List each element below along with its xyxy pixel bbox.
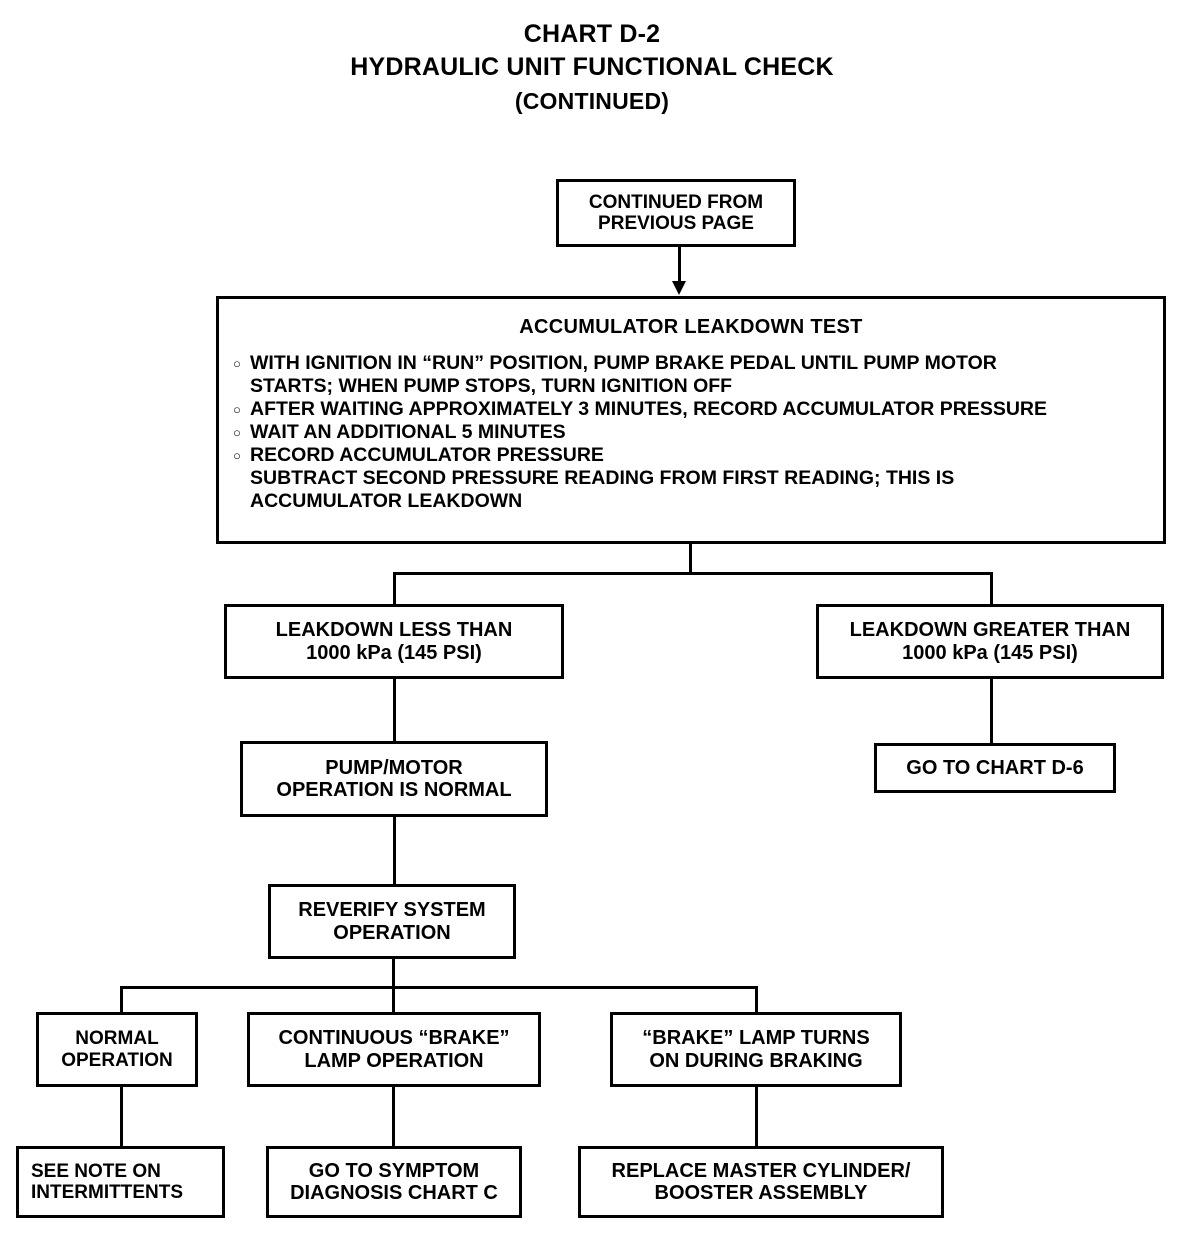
connector-pump-to-reverify [393,817,396,885]
node-continuous-lamp-line2: LAMP OPERATION [304,1049,484,1072]
connector-to-leakdown-less [393,572,396,606]
node-leakdown-less-line2: 1000 kPa (145 PSI) [306,641,482,664]
bullet-icon: ○ [233,402,241,417]
connector-reverify-split-bar [120,986,758,989]
connector-to-lamp-on-braking [755,986,758,1013]
node-leakdown-greater-line2: 1000 kPa (145 PSI) [902,641,1078,664]
connector-continuous-to-symptom [392,1087,395,1147]
leakdown-step-4: ○ RECORD ACCUMULATOR PRESSURE [233,444,1153,467]
node-reverify-line2: OPERATION [333,921,451,944]
node-symptom-chart-c-line2: DIAGNOSIS CHART C [290,1182,498,1204]
connector-test-split-bar [393,572,993,575]
bullet-icon: ○ [233,425,241,440]
node-accumulator-leakdown-test: ACCUMULATOR LEAKDOWN TEST ○ WITH IGNITIO… [216,296,1166,544]
node-go-to-chart-d6-line1: GO TO CHART D-6 [906,756,1084,779]
arrowhead-into-leakdown-test [672,281,686,295]
leakdown-test-heading: ACCUMULATOR LEAKDOWN TEST [519,316,863,338]
node-pump-motor-line2: OPERATION IS NORMAL [276,779,512,801]
leakdown-step-3-line1: WAIT AN ADDITIONAL 5 MINUTES [250,421,566,443]
node-reverify-system-operation: REVERIFY SYSTEM OPERATION [268,884,516,959]
connector-to-normal-operation [120,986,123,1013]
title-line-chart-number: CHART D-2 [523,20,661,48]
node-symptom-chart-c-line1: GO TO SYMPTOM [308,1159,480,1182]
node-brake-lamp-turns-on-during-braking: “BRAKE” LAMP TURNS ON DURING BRAKING [610,1012,902,1087]
node-lamp-on-braking-line2: ON DURING BRAKING [649,1049,863,1072]
node-replace-master-line2: BOOSTER ASSEMBLY [654,1182,868,1204]
leakdown-step-4-line3: ACCUMULATOR LEAKDOWN [250,490,523,512]
leakdown-step-4-line2: SUBTRACT SECOND PRESSURE READING FROM FI… [250,467,955,489]
node-go-to-symptom-diagnosis-chart-c: GO TO SYMPTOM DIAGNOSIS CHART C [266,1146,522,1218]
node-normal-operation-line1: NORMAL [75,1028,159,1050]
node-see-note-on-intermittents: SEE NOTE ON INTERMITTENTS [16,1146,225,1218]
node-normal-operation-line2: OPERATION [61,1049,173,1071]
node-continued-from-line1: CONTINUED FROM [588,191,764,213]
node-normal-operation: NORMAL OPERATION [36,1012,198,1087]
node-pump-motor-operation-normal: PUMP/MOTOR OPERATION IS NORMAL [240,741,548,817]
node-leakdown-greater-than: LEAKDOWN GREATER THAN 1000 kPa (145 PSI) [816,604,1164,679]
node-reverify-line1: REVERIFY SYSTEM [298,899,486,922]
leakdown-step-1-line2: STARTS; WHEN PUMP STOPS, TURN IGNITION O… [250,375,733,397]
title-line-continued: (CONTINUED) [514,88,670,114]
node-replace-master-cylinder-booster: REPLACE MASTER CYLINDER/ BOOSTER ASSEMBL… [578,1146,944,1218]
node-leakdown-less-line1: LEAKDOWN LESS THAN [275,619,513,642]
title-line-chart-name: HYDRAULIC UNIT FUNCTIONAL CHECK [350,53,834,81]
connector-to-continuous-lamp [392,986,395,1013]
connector-reverify-stem [392,959,395,988]
node-leakdown-less-than: LEAKDOWN LESS THAN 1000 kPa (145 PSI) [224,604,564,679]
connector-normal-to-see-note [120,1087,123,1147]
leakdown-test-steps: ○ WITH IGNITION IN “RUN” POSITION, PUMP … [219,352,1163,513]
leakdown-step-2-line1: AFTER WAITING APPROXIMATELY 3 MINUTES, R… [250,398,1048,420]
leakdown-step-1: ○ WITH IGNITION IN “RUN” POSITION, PUMP … [233,352,1153,375]
node-continuous-lamp-line1: CONTINUOUS “BRAKE” [278,1027,510,1050]
node-see-note-line1: SEE NOTE ON [31,1160,161,1182]
leakdown-step-3: ○ WAIT AN ADDITIONAL 5 MINUTES [233,421,1153,444]
connector-to-leakdown-greater [990,572,993,606]
connector-lampbraking-to-replace [755,1087,758,1147]
bullet-icon: ○ [233,448,241,463]
node-continuous-brake-lamp-operation: CONTINUOUS “BRAKE” LAMP OPERATION [247,1012,541,1087]
bullet-icon: ○ [233,356,241,371]
connector-continued-to-test [678,247,681,290]
node-leakdown-greater-line1: LEAKDOWN GREATER THAN [849,619,1131,642]
leakdown-step-2: ○ AFTER WAITING APPROXIMATELY 3 MINUTES,… [233,398,1153,421]
node-replace-master-line1: REPLACE MASTER CYLINDER/ [611,1159,911,1182]
connector-leakdown-greater-to-d6 [990,679,993,743]
node-see-note-line2: INTERMITTENTS [31,1182,183,1203]
node-continued-from-previous-page: CONTINUED FROM PREVIOUS PAGE [556,179,796,247]
connector-leakdown-less-to-pump [393,679,396,742]
node-go-to-chart-d6: GO TO CHART D-6 [874,743,1116,793]
node-pump-motor-line1: PUMP/MOTOR [325,756,463,779]
node-lamp-on-braking-line1: “BRAKE” LAMP TURNS [642,1027,870,1050]
connector-test-stem [689,544,692,575]
page-title: CHART D-2 HYDRAULIC UNIT FUNCTIONAL CHEC… [0,18,1184,118]
leakdown-step-4-line1: RECORD ACCUMULATOR PRESSURE [250,444,604,466]
node-continued-from-line2: PREVIOUS PAGE [598,213,754,234]
leakdown-step-1-line1: WITH IGNITION IN “RUN” POSITION, PUMP BR… [250,352,997,374]
